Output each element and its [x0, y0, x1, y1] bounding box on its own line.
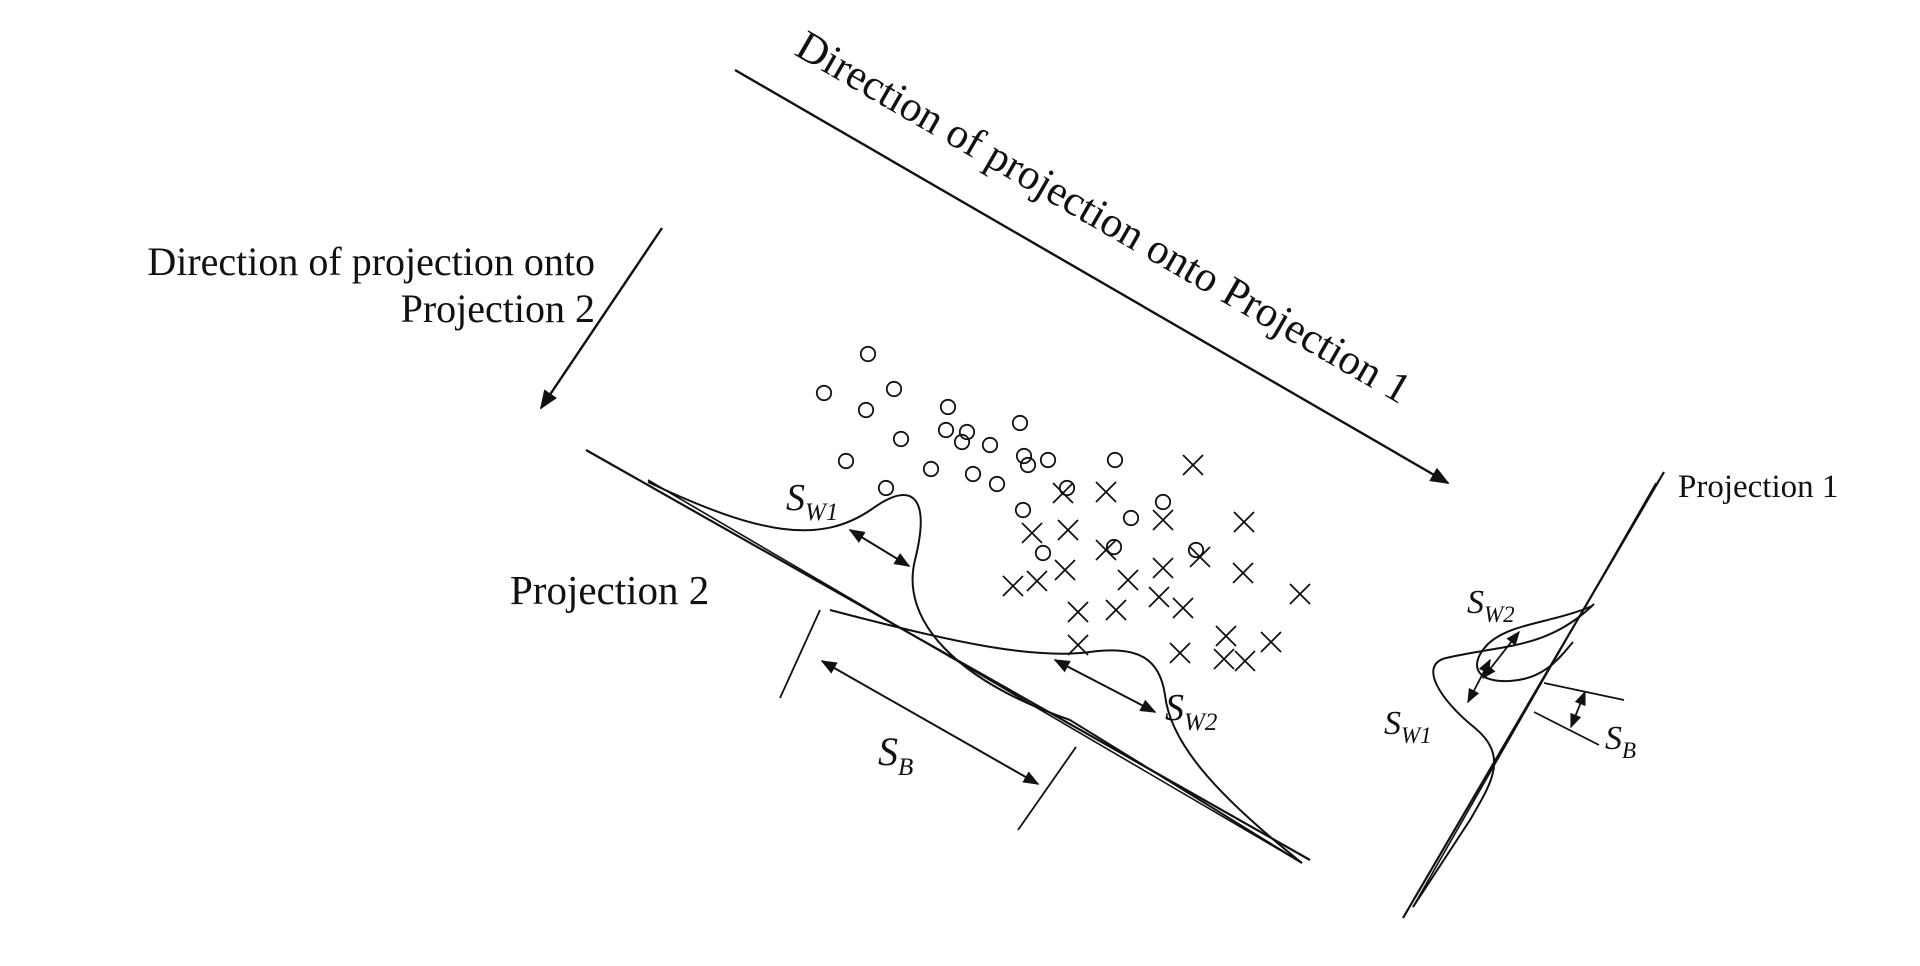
projection-1-sb-arrow: [1570, 690, 1586, 729]
projection-1-sb-subscript: B: [1622, 738, 1636, 763]
projection-1-sw1-label: SW1: [1384, 705, 1432, 748]
projection-2-sw2-label: SW2: [1165, 687, 1217, 736]
cross-point-1: [1182, 454, 1204, 476]
projection-1-sw1-subscript: W1: [1401, 723, 1432, 748]
cross-point-17: [1148, 586, 1170, 608]
cross-point-16: [1105, 599, 1127, 621]
projection-1-class-1-curve: [1412, 603, 1595, 908]
projection-1-axis-inner: [1412, 482, 1657, 908]
projection-1-label: Projection 1: [1678, 469, 1838, 505]
direction-projection-2-label-line2: Projection 2: [401, 286, 595, 331]
cross-point-25: [1234, 650, 1256, 672]
circle-point-16: [964, 465, 982, 483]
circle-point-22: [1058, 479, 1076, 497]
circle-point-9: [937, 421, 955, 439]
projection-2-sb-tick-right: [1017, 746, 1077, 831]
cross-point-23: [1215, 625, 1237, 647]
projection-2-sw1-arrow: [848, 529, 911, 567]
cross-point-3: [1095, 481, 1117, 503]
projection-1-sb-tick-upper: [1543, 682, 1625, 701]
cross-point-19: [1289, 583, 1311, 605]
direction-projection-1-label: Direction of projection onto Projection …: [788, 22, 1419, 413]
cross-point-2: [1052, 482, 1074, 504]
projection-2-sw2-arrow: [1053, 659, 1157, 713]
cross-point-21: [1172, 597, 1194, 619]
circle-point-18: [1019, 456, 1037, 474]
circle-point-7: [1011, 414, 1029, 432]
projection-2-sw1-s: S: [786, 477, 805, 519]
projection-2-sb-s: S: [878, 729, 898, 774]
projection-2-sb-arrow: [820, 660, 1040, 785]
projection-1-sw2-s: S: [1467, 584, 1484, 621]
direction-projection-2-arrow: [539, 227, 663, 410]
projection-2-sw1-label: SW1: [786, 477, 838, 526]
projection-1-sb-label: SB: [1605, 720, 1636, 763]
direction-projection-2-label-line1: Direction of projection onto: [147, 239, 595, 284]
circle-point-3: [857, 401, 875, 419]
projection-2-sw1-subscript: W1: [805, 499, 838, 526]
projection-1-sw2-subscript: W2: [1484, 602, 1515, 627]
circle-point-19: [1039, 451, 1057, 469]
cross-point-22: [1169, 642, 1191, 664]
circle-point-25: [1105, 538, 1123, 556]
circle-point-15: [922, 460, 940, 478]
projection-2-sb-tick-left: [779, 609, 821, 699]
cross-point-14: [1002, 575, 1024, 597]
projection-1-sb-tick-lower: [1533, 711, 1600, 746]
cross-class-points: [1002, 454, 1311, 672]
circle-point-11: [981, 436, 999, 454]
projection-2-axis-inner: [647, 479, 1303, 864]
projection-2-sb-subscript: B: [898, 754, 913, 781]
projection-1-sb-s: S: [1605, 720, 1622, 757]
circle-point-13: [837, 452, 855, 470]
circle-point-23: [1122, 509, 1140, 527]
circle-point-21: [1014, 501, 1032, 519]
cross-point-4: [1152, 509, 1174, 531]
circle-point-8: [892, 430, 910, 448]
cross-point-8: [1026, 570, 1048, 592]
circle-point-4: [885, 380, 903, 398]
cross-point-12: [1189, 546, 1211, 568]
direction-projection-1-arrow: [734, 68, 1450, 485]
projection-2-class-2-curve: [829, 609, 1303, 864]
cross-point-24: [1260, 631, 1282, 653]
cross-point-11: [1152, 557, 1174, 579]
circle-point-27: [1187, 541, 1205, 559]
cross-point-6: [1057, 519, 1079, 541]
cross-point-7: [1095, 539, 1117, 561]
projection-2-label: Projection 2: [510, 567, 709, 613]
cross-point-9: [1054, 559, 1076, 581]
cross-point-5: [1021, 522, 1043, 544]
projection-1-sw1-s: S: [1384, 705, 1401, 742]
circle-point-14: [877, 479, 895, 497]
circle-point-20: [1106, 451, 1124, 469]
circle-point-6: [958, 423, 976, 441]
circle-point-5: [939, 398, 957, 416]
projection-2-sw2-subscript: W2: [1184, 709, 1217, 736]
circle-point-26: [1154, 493, 1172, 511]
projection-1-sw2-label: SW2: [1467, 584, 1515, 627]
circle-point-2: [815, 384, 833, 402]
cross-point-20: [1067, 634, 1089, 656]
circle-point-1: [859, 345, 877, 363]
circle-point-12: [1015, 447, 1033, 465]
cross-point-18: [1232, 562, 1254, 584]
circle-point-17: [988, 475, 1006, 493]
projection-2-sb-label: SB: [878, 729, 913, 781]
circle-point-10: [953, 433, 971, 451]
circle-point-24: [1034, 544, 1052, 562]
projection-1-sw2-arrow: [1482, 630, 1520, 680]
cross-point-13: [1233, 511, 1255, 533]
cross-point-10: [1117, 569, 1139, 591]
cross-point-26: [1213, 648, 1235, 670]
projection-2-sw2-s: S: [1165, 687, 1184, 729]
cross-point-15: [1067, 601, 1089, 623]
projection-1-sw1-arrow: [1467, 658, 1491, 704]
circle-class-points: [815, 345, 1205, 562]
